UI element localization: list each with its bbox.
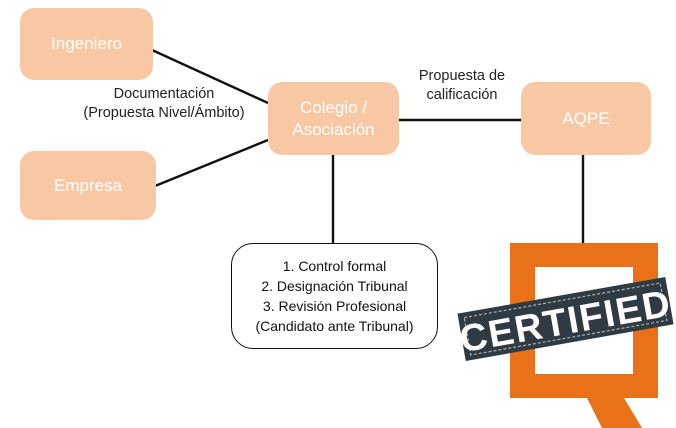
step-2: 2. Designación Tribunal: [261, 278, 408, 294]
step-4: (Candidato ante Tribunal): [255, 318, 414, 334]
node-colegio-asociacion: Colegio / Asociación: [268, 82, 399, 155]
node-aqpe-label: AQPE: [562, 108, 610, 128]
connector-ingeniero-colegio: [151, 48, 269, 105]
step-1: 1. Control formal: [282, 258, 387, 274]
node-aqpe: AQPE: [521, 82, 651, 155]
q-logo-frame: [510, 243, 658, 428]
certified-q-logo: CERTIFIED: [456, 243, 675, 428]
label-propuesta-line2: calificación: [426, 87, 498, 103]
node-empresa-label: Empresa: [53, 175, 123, 195]
label-documentacion-line1: Documentación: [113, 86, 215, 102]
node-empresa: Empresa: [20, 151, 156, 220]
node-ingeniero: Ingeniero: [20, 8, 153, 80]
node-colegio-label-line2: Asociación: [292, 119, 375, 139]
label-documentacion: Documentación (Propuesta Nivel/Ámbito): [64, 85, 264, 123]
label-propuesta-calificacion: Propuesta de calificación: [398, 67, 526, 105]
step-3: 3. Revisión Profesional: [262, 298, 407, 314]
label-propuesta-line1: Propuesta de: [418, 68, 506, 84]
connector-empresa-colegio: [154, 138, 269, 188]
process-steps-box: 1. Control formal 2. Designación Tribuna…: [231, 243, 438, 349]
node-ingeniero-label: Ingeniero: [51, 34, 122, 53]
node-colegio-label-line1: Colegio /: [299, 97, 368, 117]
label-documentacion-line2: (Propuesta Nivel/Ámbito): [83, 105, 245, 121]
